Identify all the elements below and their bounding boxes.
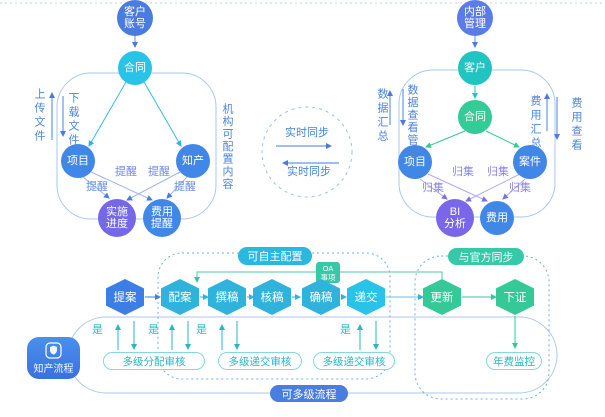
bi-line1: BI <box>449 205 461 218</box>
node-impl-progress: 实施进度 <box>98 199 136 237</box>
node-ip: 知产 <box>176 144 210 178</box>
label-fee-summary: 费用汇总 <box>529 95 541 151</box>
ip-process-label: 知产流程 <box>33 363 74 375</box>
pill-multilevel-allocate-review: 多级分配审核 <box>103 352 205 370</box>
label-yes: 是 <box>148 324 159 336</box>
label-download-file: 下载文件 <box>67 92 79 148</box>
badge-official-sync: 与官方同步 <box>448 248 524 265</box>
pill-multilevel-submit-review: 多级递交审核 <box>218 352 302 370</box>
label-data-summary: 数据汇总 <box>376 88 388 144</box>
bi-line2: 分析 <box>444 218 466 230</box>
badge-multilevel-process: 可多级流程 <box>270 385 348 402</box>
node-customer-account: 客户账号 <box>117 0 153 36</box>
shield-icon <box>45 341 62 364</box>
edge-label-remind: 提醒 <box>148 166 170 178</box>
label-yes: 是 <box>92 324 103 336</box>
edge-label-remind: 提醒 <box>86 181 108 193</box>
label-realtime-sync-bottom: 实时同步 <box>287 166 331 178</box>
node-project-right: 项目 <box>398 145 432 179</box>
edge-label-collect: 归集 <box>509 182 531 194</box>
node-internal-mgmt: 内部管理 <box>457 0 493 36</box>
node-contract-right: 合同 <box>458 100 492 134</box>
node-fee-reminder: 费用提醒 <box>143 199 181 237</box>
label-realtime-sync-top: 实时同步 <box>285 127 329 139</box>
node-bi-analysis: BI 分析 <box>436 199 474 237</box>
node-case: 案件 <box>513 145 547 179</box>
label-upload-file: 上传文件 <box>33 88 45 144</box>
ip-process-badge: 知产流程 <box>27 337 80 379</box>
edge-label-collect: 归集 <box>487 166 509 178</box>
label-org-configurable: 机构可配置内容 <box>221 103 233 191</box>
edge-label-remind: 提醒 <box>174 181 196 193</box>
node-customer: 客户 <box>458 51 492 85</box>
label-fee-view: 费用查看 <box>570 97 582 153</box>
oa-line1: OA <box>322 263 334 273</box>
node-contract-left: 合同 <box>118 51 152 85</box>
edge-label-collect: 归集 <box>422 182 444 194</box>
edge-label-collect: 归集 <box>452 166 474 178</box>
node-fee: 费用 <box>480 201 514 235</box>
pill-multilevel-submit-review-2: 多级递交审核 <box>313 352 395 370</box>
label-yes: 是 <box>196 324 207 336</box>
edge-label-remind: 提醒 <box>115 166 137 178</box>
label-yes: 是 <box>340 324 351 336</box>
label-data-view-manage: 数据查看管理 <box>406 84 418 159</box>
badge-oa-matters: OA 事项 <box>316 262 340 283</box>
node-project-left: 项目 <box>61 144 95 178</box>
badge-configurable: 可自主配置 <box>238 247 312 265</box>
pill-annual-fee-monitor: 年费监控 <box>486 352 542 370</box>
oa-line2: 事项 <box>320 272 336 282</box>
